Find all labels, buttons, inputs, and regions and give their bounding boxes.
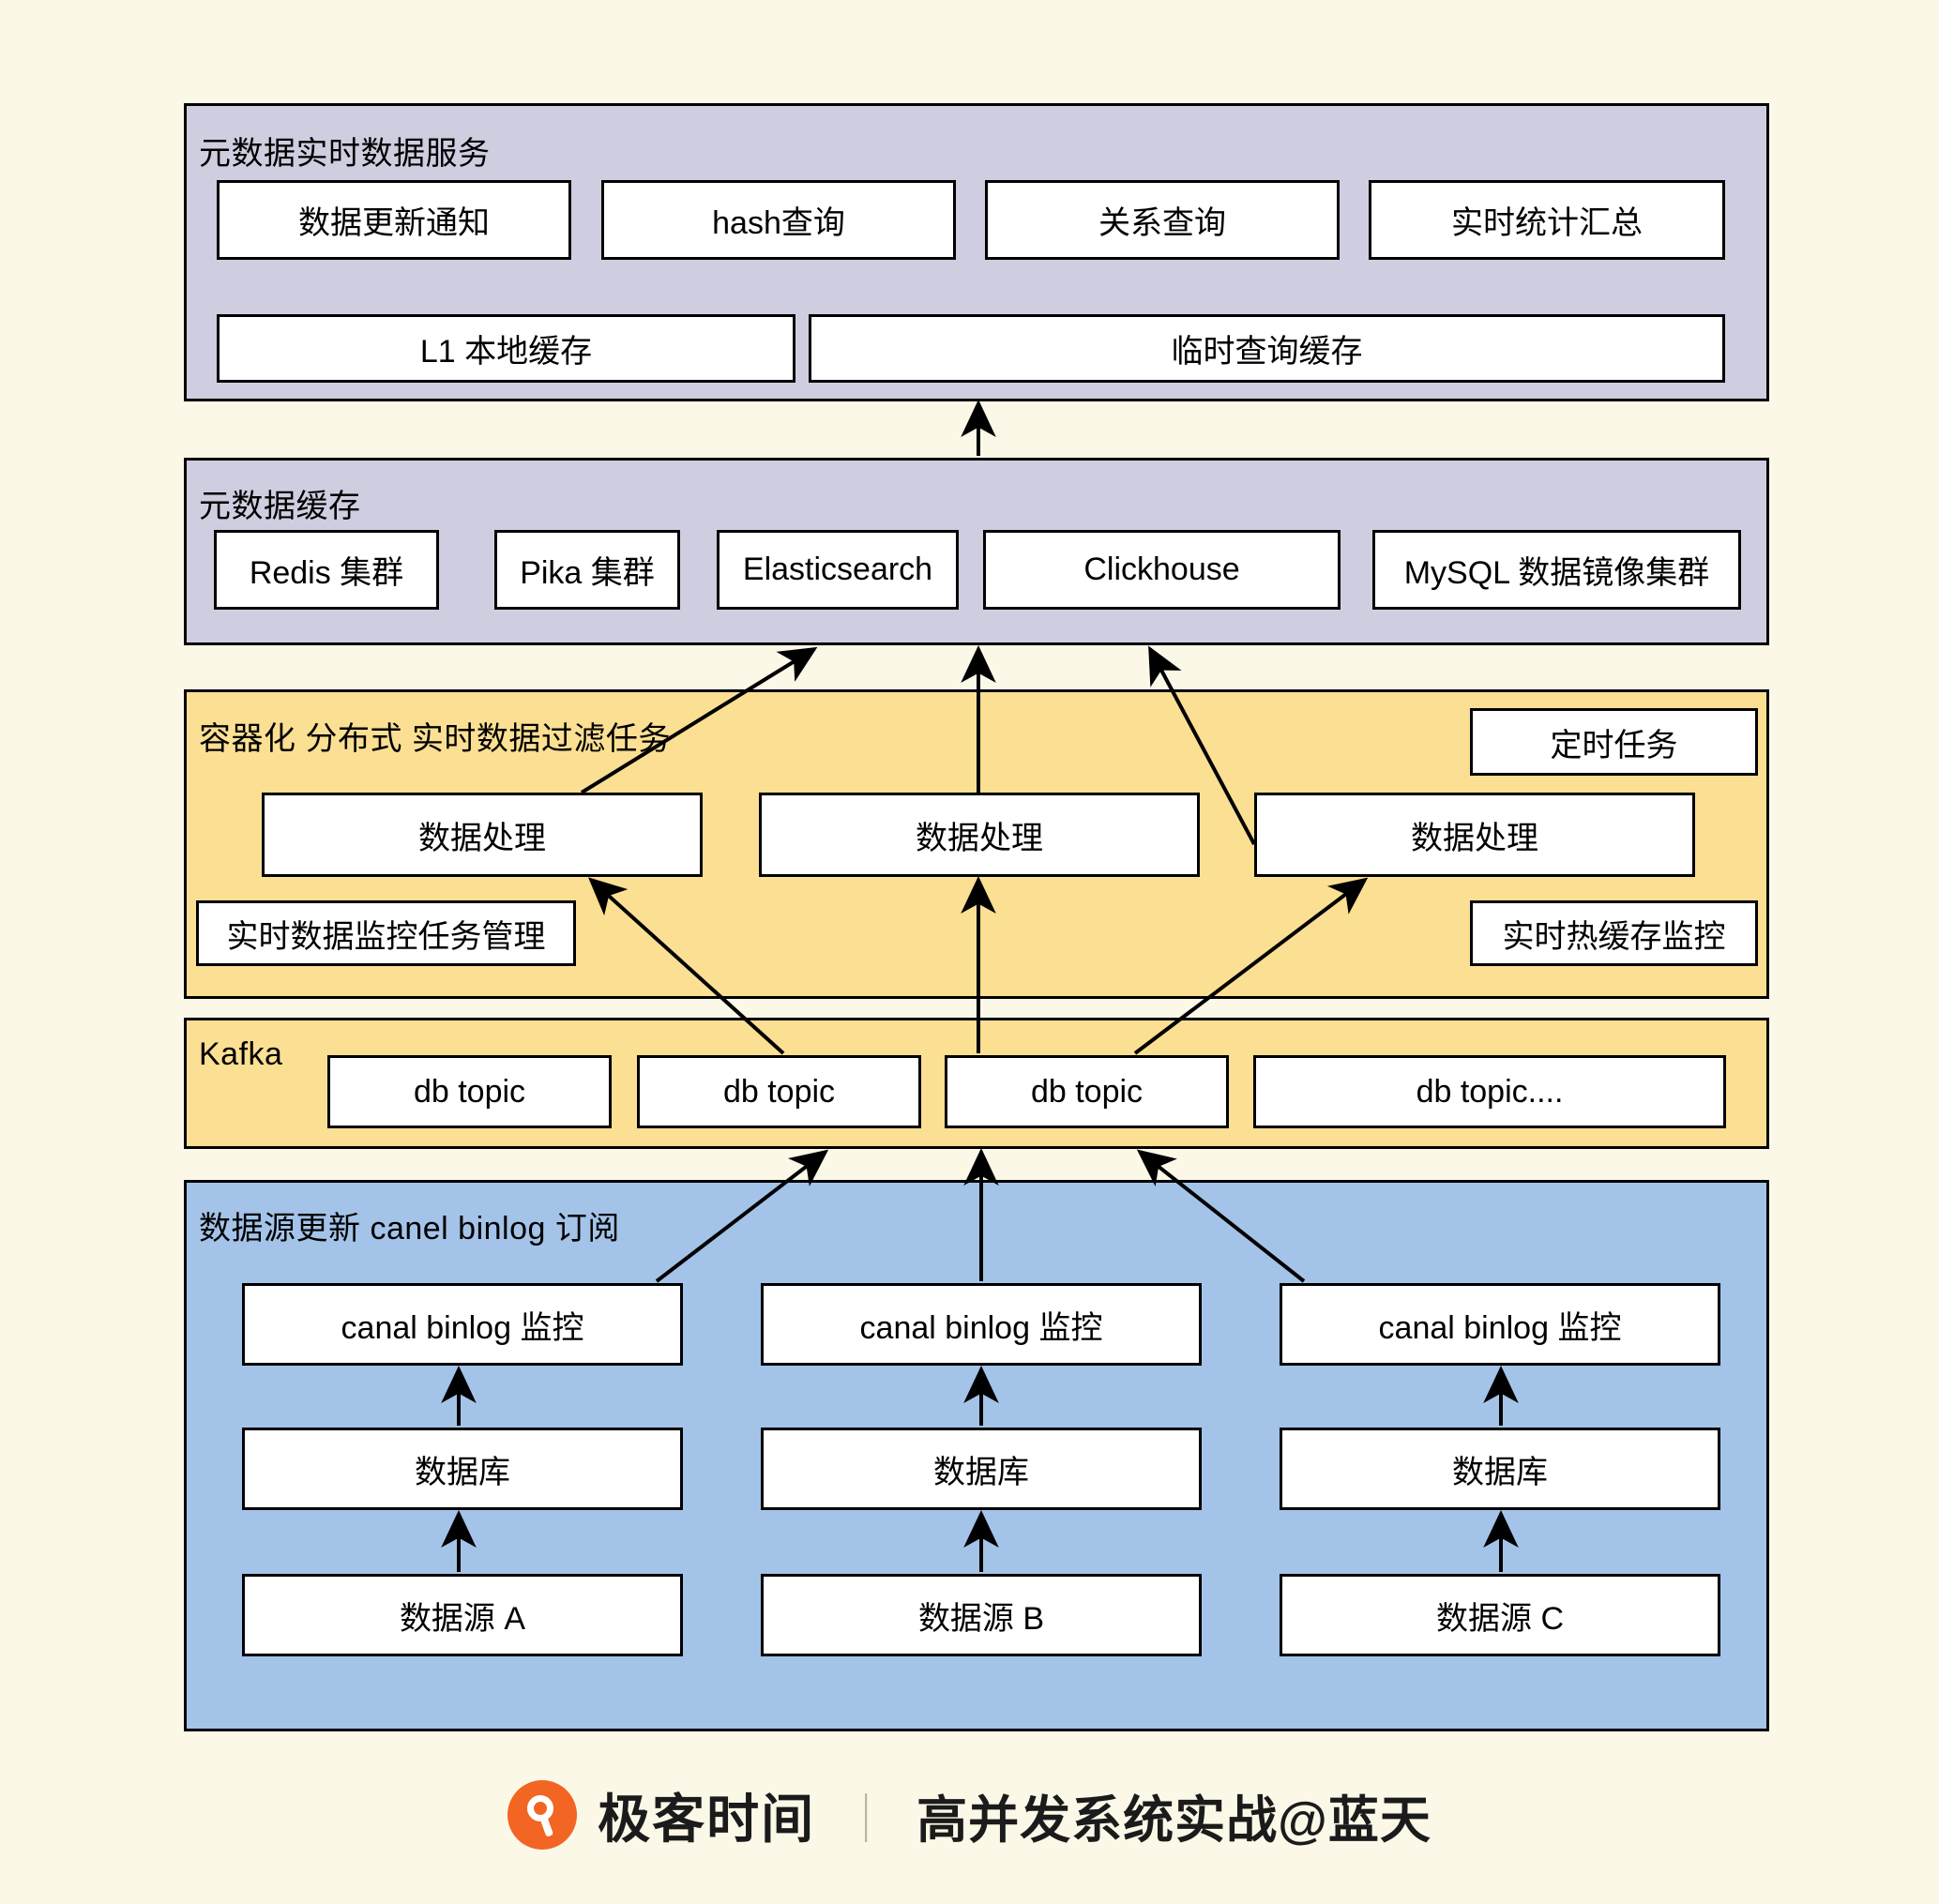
node-datasource-c[interactable]: 数据源 C [1280, 1574, 1720, 1656]
node-elasticsearch[interactable]: Elasticsearch [717, 530, 959, 610]
node-datasource-a[interactable]: 数据源 A [242, 1574, 683, 1656]
node-realtime-hot-cache-monitor[interactable]: 实时热缓存监控 [1470, 900, 1758, 966]
node-hash-query[interactable]: hash查询 [601, 180, 956, 260]
layer-title-metadata-realtime-service: 元数据实时数据服务 [199, 136, 491, 172]
node-canal-binlog-monitor-c[interactable]: canal binlog 监控 [1280, 1283, 1720, 1366]
node-database-b[interactable]: 数据库 [761, 1428, 1202, 1510]
footer-branding: 极客时间 ｜ 高并发系统实战@蓝天 [0, 1763, 1939, 1866]
node-scheduled-task[interactable]: 定时任务 [1470, 708, 1758, 776]
node-redis-cluster[interactable]: Redis 集群 [214, 530, 439, 610]
layer-title-metadata-cache: 元数据缓存 [199, 489, 361, 524]
node-database-a[interactable]: 数据库 [242, 1428, 683, 1510]
node-realtime-stat-summary[interactable]: 实时统计汇总 [1369, 180, 1725, 260]
node-pika-cluster[interactable]: Pika 集群 [494, 530, 680, 610]
node-data-processing-3[interactable]: 数据处理 [1254, 793, 1695, 877]
node-datasource-b[interactable]: 数据源 B [761, 1574, 1202, 1656]
node-kafka-topic-4[interactable]: db topic.... [1253, 1055, 1726, 1128]
node-mysql-mirror-cluster[interactable]: MySQL 数据镜像集群 [1372, 530, 1741, 610]
node-data-update-notification[interactable]: 数据更新通知 [217, 180, 571, 260]
node-canal-binlog-monitor-a[interactable]: canal binlog 监控 [242, 1283, 683, 1366]
layer-title-datasource-canal-binlog: 数据源更新 canel binlog 订阅 [199, 1211, 620, 1247]
brand-subtitle: 高并发系统实战@蓝天 [916, 1791, 1432, 1849]
node-clickhouse[interactable]: Clickhouse [983, 530, 1341, 610]
layer-title-containerized-filter-task: 容器化 分布式 实时数据过滤任务 [199, 721, 671, 757]
node-kafka-topic-2[interactable]: db topic [637, 1055, 921, 1128]
node-kafka-topic-3[interactable]: db topic [945, 1055, 1229, 1128]
node-database-c[interactable]: 数据库 [1280, 1428, 1720, 1510]
node-realtime-data-monitor-task-mgmt[interactable]: 实时数据监控任务管理 [196, 900, 576, 966]
node-relation-query[interactable]: 关系查询 [985, 180, 1340, 260]
node-data-processing-2[interactable]: 数据处理 [759, 793, 1200, 877]
node-l1-local-cache[interactable]: L1 本地缓存 [217, 314, 795, 383]
layer-title-kafka: Kafka [199, 1036, 283, 1072]
node-temp-query-cache[interactable]: 临时查询缓存 [809, 314, 1725, 383]
brand-name: 极客时间 [598, 1789, 816, 1849]
node-data-processing-1[interactable]: 数据处理 [262, 793, 703, 877]
node-canal-binlog-monitor-b[interactable]: canal binlog 监控 [761, 1283, 1202, 1366]
geekbang-logo-icon [507, 1780, 578, 1850]
brand-separator: ｜ [841, 1792, 891, 1848]
node-kafka-topic-1[interactable]: db topic [327, 1055, 612, 1128]
